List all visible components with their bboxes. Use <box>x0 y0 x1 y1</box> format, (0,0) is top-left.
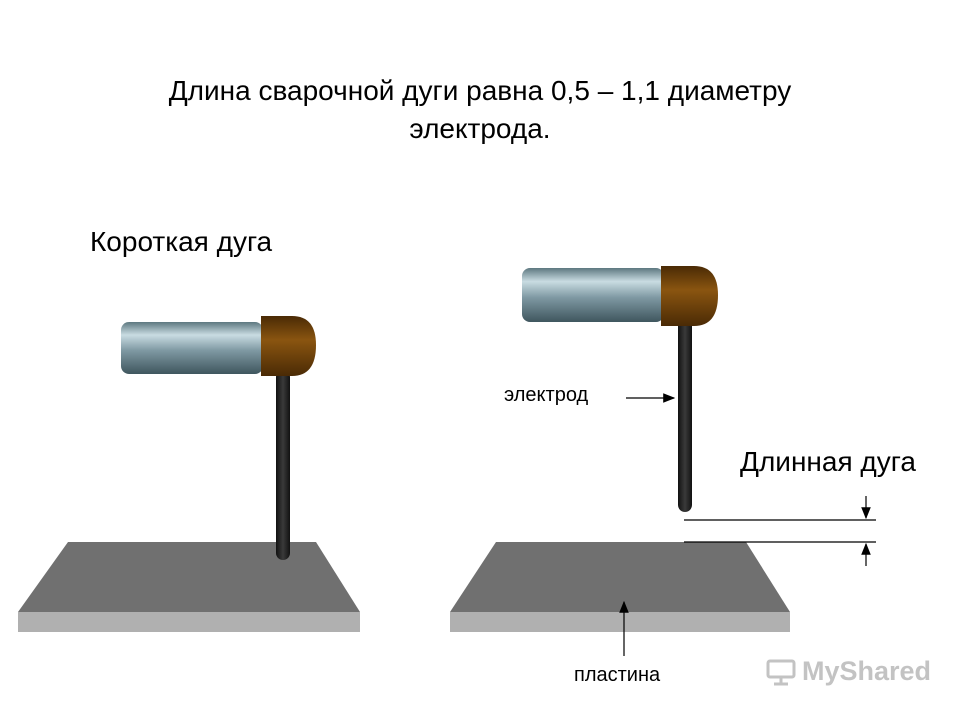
left-electrode <box>276 370 290 560</box>
presentation-icon <box>766 658 796 686</box>
arc-length-dimension <box>684 496 876 566</box>
left-electrode-holder <box>121 316 316 376</box>
right-electrode-holder <box>522 266 718 326</box>
left-plate <box>18 542 360 632</box>
watermark-text: MyShared <box>802 656 932 686</box>
electrode-label: электрод <box>504 384 589 406</box>
title-line-2: электрода. <box>409 113 551 144</box>
long-arc-label: Длинная дуга <box>740 446 916 477</box>
right-electrode <box>678 318 692 512</box>
watermark: MyShared <box>766 656 931 687</box>
title-line-1: Длина сварочной дуги равна 0,5 – 1,1 диа… <box>168 75 792 106</box>
short-arc-label: Короткая дуга <box>90 226 273 257</box>
right-plate <box>450 542 790 632</box>
slide-title: Длина сварочной дуги равна 0,5 – 1,1 диа… <box>80 72 880 148</box>
plate-label: пластина <box>574 664 661 686</box>
